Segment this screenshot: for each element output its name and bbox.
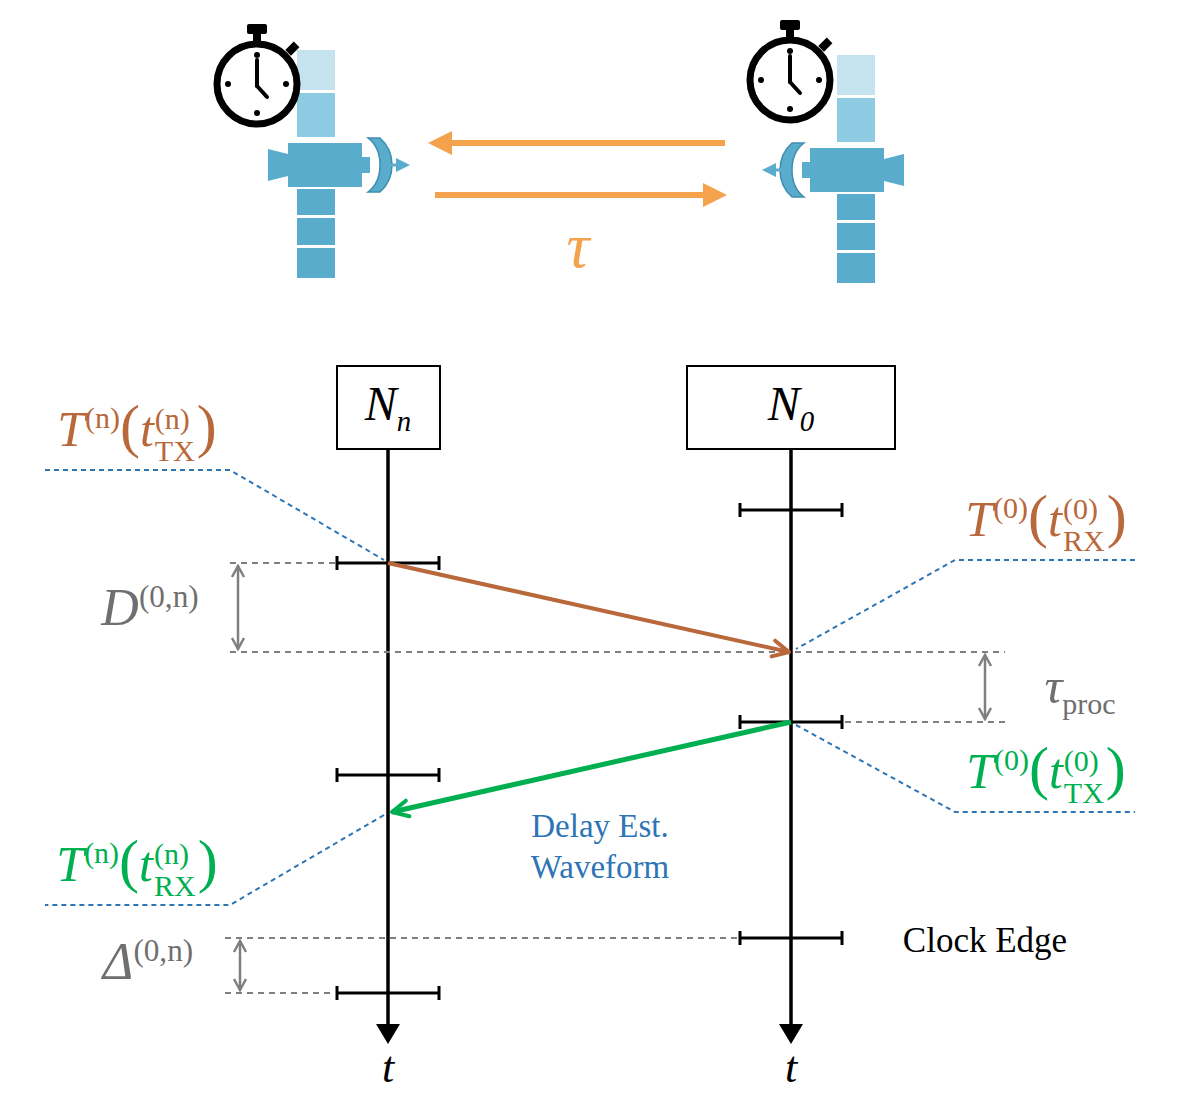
parenthesis: ( xyxy=(120,393,140,459)
node-title: N0 xyxy=(768,380,814,435)
parenthesis: ) xyxy=(197,393,217,459)
parenthesis: ) xyxy=(1107,483,1127,549)
node-title: Nn xyxy=(365,380,411,435)
clock-edges xyxy=(337,503,842,1000)
superscript: (0) xyxy=(1063,493,1105,525)
superscript: (n) xyxy=(84,836,119,869)
guide-line xyxy=(795,651,1005,653)
guide-line xyxy=(230,562,335,564)
clock-edge-tick xyxy=(740,931,842,945)
message-arrow xyxy=(392,450,791,812)
superscript: (0) xyxy=(1064,745,1104,777)
parenthesis: ) xyxy=(198,828,218,894)
subscript: TX xyxy=(1064,777,1104,809)
guide-line xyxy=(230,651,786,653)
parenthesis: ( xyxy=(1029,735,1049,801)
parenthesis: ) xyxy=(1106,735,1126,801)
leader-line xyxy=(45,470,384,560)
superscript: (n) xyxy=(155,403,195,435)
interval-label: D(0,n) xyxy=(101,581,198,634)
subscript: RX xyxy=(154,870,196,902)
superscript: (n) xyxy=(85,401,120,434)
parenthesis: ( xyxy=(1028,483,1048,549)
interval-label: Δ(0,n) xyxy=(103,935,193,988)
timestamp-label: T(n)(tTX(n)) xyxy=(57,396,217,466)
italic-symbol: D xyxy=(101,580,139,637)
superscript: (0,n) xyxy=(139,579,199,614)
subscript: TX xyxy=(155,435,195,467)
link-arrow-head xyxy=(428,131,452,155)
superscript: (0) xyxy=(994,743,1029,776)
clock-edge-tick xyxy=(740,503,842,517)
interval-bracket xyxy=(239,941,242,990)
interval-bracket xyxy=(237,566,240,649)
lifeline xyxy=(386,450,390,1028)
process-box: Nn xyxy=(336,365,441,450)
legend-note: Clock Edge xyxy=(903,923,1067,958)
clock-edge-tick xyxy=(337,768,439,782)
italic-symbol: T xyxy=(56,836,84,892)
message-arrow xyxy=(388,450,789,652)
leader-lines xyxy=(45,470,1135,905)
italic-symbol: T xyxy=(57,401,85,457)
lifeline xyxy=(789,450,793,1028)
link-arrow-shaft xyxy=(448,140,725,146)
edge-label: Delay Est. Waveform xyxy=(480,806,720,889)
lifeline-head xyxy=(779,1024,803,1044)
italic-symbol: T xyxy=(966,743,994,799)
subscript: RX xyxy=(1063,525,1105,557)
timestamp-label: T(0)(tRX(0)) xyxy=(965,486,1126,556)
timestamp-label: T(n)(tRX(n)) xyxy=(56,831,217,901)
script-stack: TX(n) xyxy=(155,403,195,466)
italic-symbol: t xyxy=(140,401,154,457)
timestamp-label: T(0)(tTX(0)) xyxy=(966,738,1126,808)
lifeline-head xyxy=(376,1024,400,1044)
italic-symbol: N xyxy=(768,377,800,430)
interval-label: τproc xyxy=(1044,661,1115,719)
leader-line xyxy=(796,725,1135,812)
italic-symbol: t xyxy=(139,836,153,892)
leader-line xyxy=(796,560,1135,649)
subscript: 0 xyxy=(800,404,814,436)
parenthesis: ( xyxy=(119,828,139,894)
superscript: (n) xyxy=(154,838,196,870)
script-stack: RX(0) xyxy=(1063,493,1105,556)
subscript: n xyxy=(397,404,411,436)
italic-symbol: t xyxy=(1049,743,1063,799)
process-box: N0 xyxy=(686,365,896,450)
italic-symbol: T xyxy=(965,491,993,547)
link-arrow-head xyxy=(703,183,727,207)
guide-lines xyxy=(225,563,1005,993)
superscript: (0,n) xyxy=(133,933,193,968)
stopwatch-right xyxy=(750,20,832,120)
italic-symbol: N xyxy=(365,377,397,430)
axis-label: t xyxy=(785,1046,797,1090)
delay-symbol: τ xyxy=(567,214,590,278)
guide-line xyxy=(225,937,737,939)
guide-line xyxy=(845,721,1005,723)
superscript: (0) xyxy=(993,491,1028,524)
script-stack: RX(n) xyxy=(154,838,196,901)
italic-symbol: τ xyxy=(1044,658,1062,714)
script-stack: TX(0) xyxy=(1064,745,1104,808)
italic-symbol: Δ xyxy=(103,934,134,991)
axis-label: t xyxy=(382,1046,394,1090)
italic-symbol: t xyxy=(1048,491,1062,547)
guide-line xyxy=(225,992,335,994)
leader-line xyxy=(45,815,384,905)
clock-edge-tick xyxy=(337,986,439,1000)
interval-bracket xyxy=(984,655,987,719)
subscript: proc xyxy=(1062,687,1115,720)
link-arrow-shaft xyxy=(435,192,707,198)
stopwatch-left xyxy=(217,24,299,124)
